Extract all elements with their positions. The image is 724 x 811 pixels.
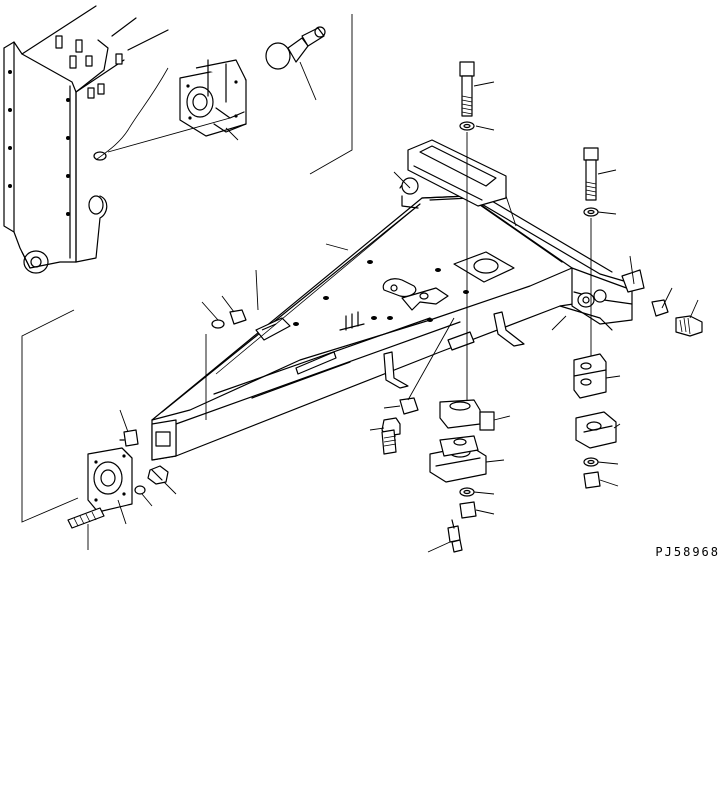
bolt-long-right bbox=[584, 148, 598, 216]
bolt-long-top bbox=[460, 62, 474, 130]
flange-lower bbox=[88, 448, 132, 512]
mount-flange-top bbox=[180, 60, 246, 136]
ball-joint bbox=[266, 27, 325, 69]
drawbar-frame bbox=[152, 140, 644, 460]
frame-side-plate bbox=[4, 6, 168, 273]
cap-upper bbox=[574, 354, 606, 398]
stud-bolt bbox=[68, 508, 104, 528]
grease-fitting bbox=[448, 520, 462, 552]
cap-lower bbox=[576, 412, 616, 448]
drawing-code: PJ58968 bbox=[655, 545, 720, 559]
